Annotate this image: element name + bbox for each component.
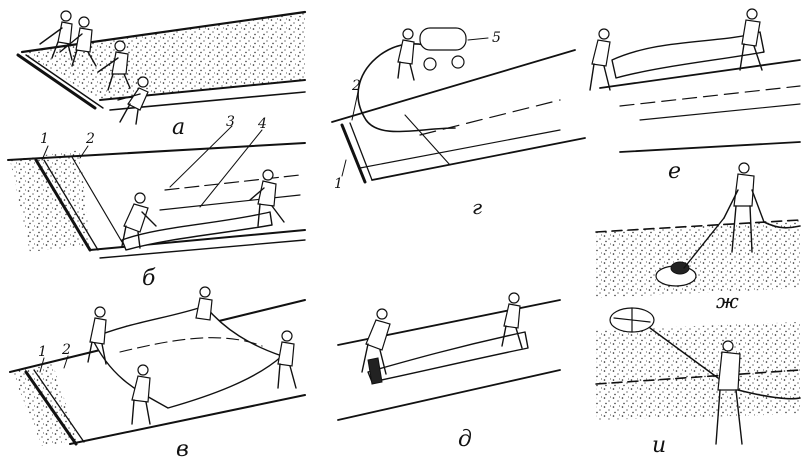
callout-v-1: 1 [38,344,47,360]
worker [131,364,151,425]
vibro-plate [655,261,697,287]
worker [277,330,297,389]
panel-i: и [595,307,801,458]
panel-v: 1 2 в [9,286,306,462]
panel-a-gravel [22,12,305,100]
panel-label-e: е [668,159,681,184]
worker [121,192,157,249]
callout-b-4: 4 [257,116,267,132]
worker [39,10,73,61]
panel-label-a: а [172,115,185,140]
worker [195,286,213,321]
callout-g-1: 1 [334,176,343,192]
worker [739,8,763,71]
panel-e: е [589,8,801,184]
panel-label-d: д [458,427,472,452]
panel-zh-concrete [596,220,800,298]
worker [361,308,391,375]
panel-a: а [16,10,307,140]
worker [723,162,765,253]
worker [97,40,131,91]
panel-label-v: в [176,437,189,462]
callout-g-2: 2 [351,78,361,94]
compressor-cart [419,27,467,71]
worker [715,340,743,445]
panel-g: 2 1 5 г [331,27,586,219]
panel-d: д [337,292,561,452]
panel-i-concrete [596,322,800,420]
callout-b-1: 1 [40,131,49,147]
callout-b-2: 2 [85,131,95,147]
panel-b: 1 2 3 4 б [7,114,306,291]
callout-v-2: 2 [61,342,71,358]
worker [117,76,149,125]
worker [249,169,285,227]
worker [589,28,611,91]
callout-b-3: 3 [226,114,235,130]
panel-label-b: б [142,266,156,291]
panel-label-i: и [652,433,666,458]
worker [59,16,97,67]
worker [87,306,107,365]
vibro-plate-lifted [609,307,655,333]
panel-b-gravel [10,150,90,252]
panel-label-g: г [472,195,482,219]
panel-label-zh: ж [716,289,739,313]
worker [501,292,523,349]
worker [397,28,415,81]
panel-zh: ж [595,162,801,313]
callout-g-5: 5 [492,30,501,46]
